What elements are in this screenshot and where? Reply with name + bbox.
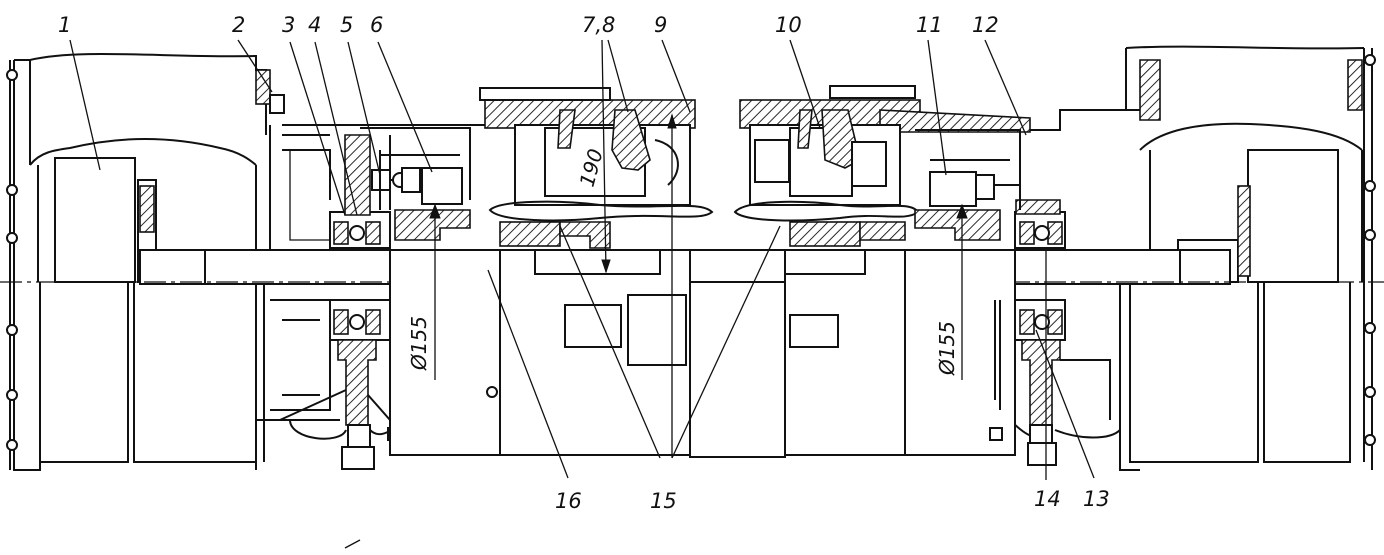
callout-4: 4	[308, 13, 321, 37]
callout-6: 6	[370, 13, 383, 37]
callout-labels: 1 2 3 4 5 6 7,8 9 10 11 12 13 14 15 16	[58, 13, 1110, 513]
callout-15: 15	[650, 489, 677, 513]
callout-13: 13	[1083, 487, 1110, 511]
callout-5: 5	[340, 13, 353, 37]
right-fan	[1030, 45, 1376, 471]
callout-11: 11	[916, 13, 943, 37]
right-bolts	[1364, 54, 1376, 446]
callout-14: 14	[1034, 487, 1061, 511]
main-shaft	[0, 249, 1384, 285]
callout-1: 1	[58, 13, 71, 37]
right-bearing	[929, 171, 1121, 466]
callout-3: 3	[282, 13, 295, 37]
callout-7-8: 7,8	[582, 13, 615, 37]
lower-housings	[255, 249, 1111, 458]
callout-2: 2	[232, 13, 245, 37]
leader-lines	[69, 39, 1095, 549]
left-bolts	[6, 69, 18, 451]
callout-9: 9	[654, 13, 667, 37]
flex-coupling	[394, 200, 1001, 249]
shaft-dia-left-label: Ø155	[407, 316, 431, 371]
callout-16: 16	[555, 489, 582, 513]
callout-10: 10	[775, 13, 802, 37]
callout-12: 12	[972, 13, 999, 37]
shaft-dia-right-label: Ø155	[935, 321, 959, 376]
upper-frame	[269, 85, 1031, 251]
